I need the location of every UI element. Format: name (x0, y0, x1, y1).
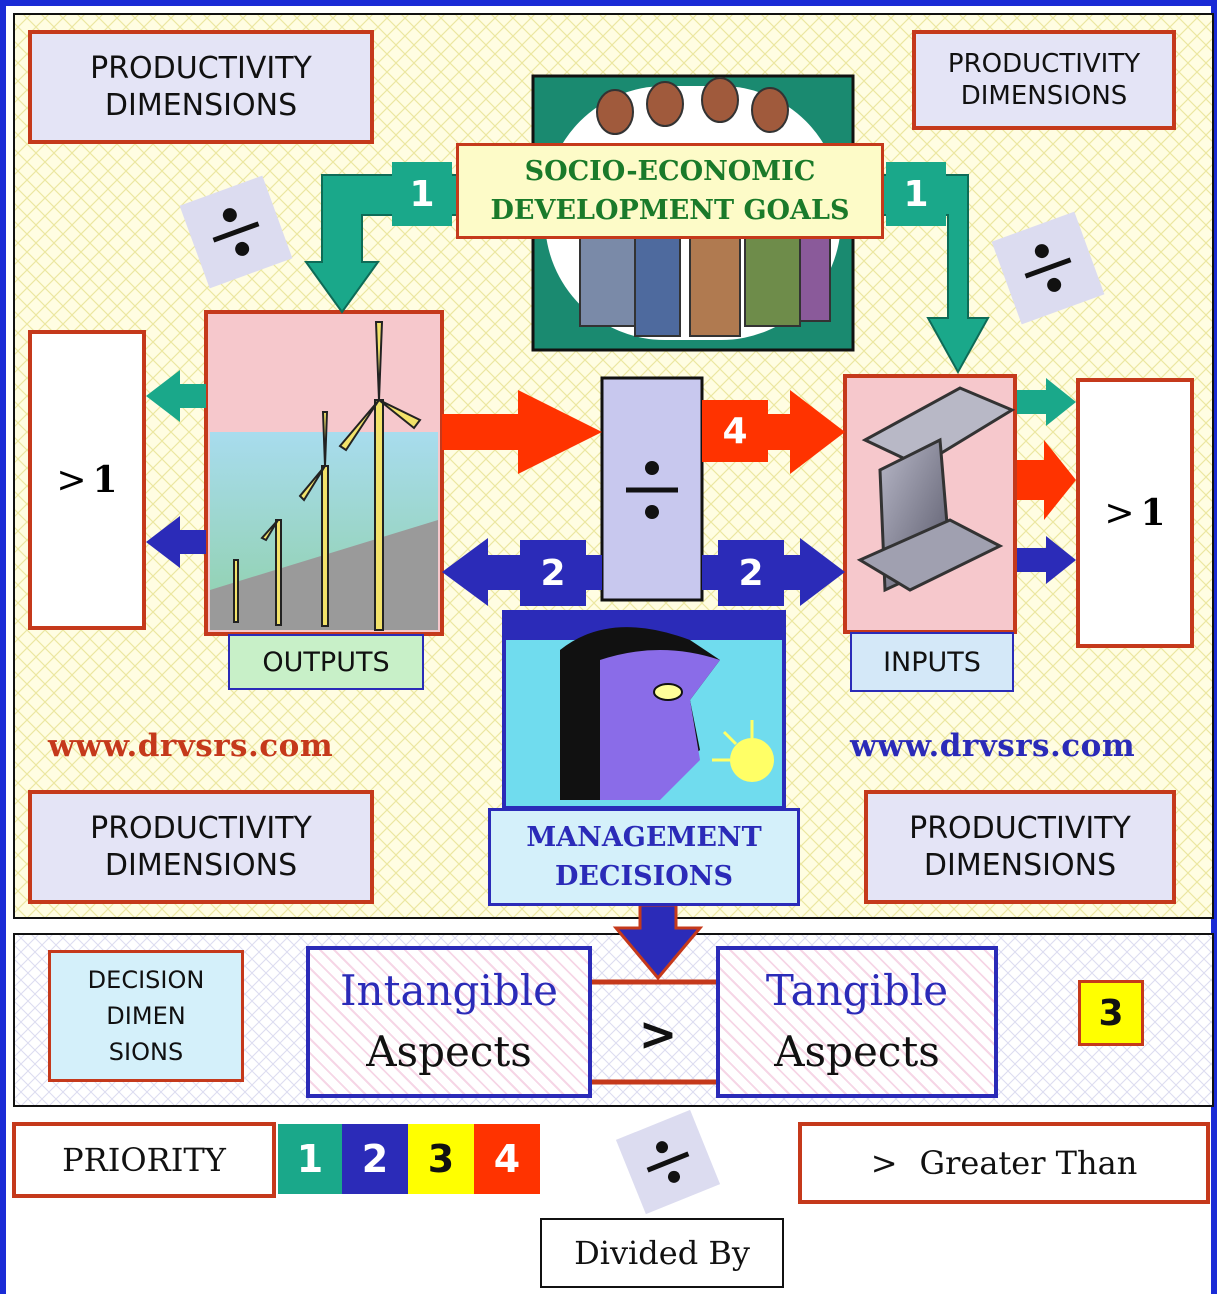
priority-swatch-4: 4 (474, 1124, 540, 1194)
priority-swatch-2: 2 (342, 1124, 408, 1194)
ratio-greater-than-one-right: >1 (1076, 378, 1194, 648)
priority-badge-3: 3 (1078, 980, 1144, 1046)
wind-turbines-image (204, 310, 444, 636)
tangible-aspects-box: Tangible Aspects (716, 946, 998, 1098)
division-sign-icon (179, 175, 293, 289)
greater-than-comparator: > (638, 1007, 678, 1061)
productivity-dimensions-box: PRODUCTIVITY DIMENSIONS (28, 30, 374, 144)
greater-than-legend: >Greater Than (798, 1122, 1210, 1204)
inputs-label: INPUTS (850, 632, 1014, 692)
website-url: www.drvsrs.com (48, 728, 334, 764)
green-right-arrow (1017, 378, 1076, 426)
green-left-arrow (146, 370, 206, 422)
division-sign-icon (615, 1109, 721, 1215)
priority-swatch-3: 3 (408, 1124, 474, 1194)
ratio-greater-than-one-left: >1 (28, 330, 146, 630)
priority-legend-label: PRIORITY (12, 1122, 276, 1198)
decision-dimensions-label: DECISION DIMEN SIONS (48, 950, 244, 1082)
priority-badge-2: 2 (520, 540, 586, 606)
productivity-dimensions-box: PRODUCTIVITY DIMENSIONS (864, 790, 1176, 904)
division-box (600, 376, 704, 602)
blue-left-arrow (146, 516, 206, 568)
steel-i-beam-icon (843, 374, 1017, 634)
priority-badge-1: 1 (392, 162, 452, 226)
red-right-arrow (1017, 440, 1076, 520)
priority-badge-2: 2 (718, 540, 784, 606)
divide-to-inputs-arrow (702, 390, 845, 474)
website-url: www.drvsrs.com (850, 728, 1136, 764)
blue-right-arrow (1017, 536, 1076, 584)
outputs-label: OUTPUTS (228, 634, 424, 690)
priority-badge-1: 1 (886, 162, 946, 226)
divided-by-legend: Divided By (540, 1218, 784, 1288)
productivity-dimensions-box: PRODUCTIVITY DIMENSIONS (912, 30, 1176, 130)
mgmt-down-arrow (612, 903, 704, 981)
intangible-aspects-box: Intangible Aspects (306, 946, 592, 1098)
division-sign-icon (991, 211, 1105, 325)
outputs-to-divide-arrow (442, 390, 602, 474)
management-decisions-label: MANAGEMENT DECISIONS (488, 808, 800, 906)
priority-badge-4: 4 (702, 400, 768, 462)
productivity-dimensions-box: PRODUCTIVITY DIMENSIONS (28, 790, 374, 904)
socio-economic-goals-label: SOCIO-ECONOMIC DEVELOPMENT GOALS (456, 143, 884, 239)
thinker-silhouette-icon (502, 610, 786, 808)
priority-swatch-1: 1 (278, 1124, 342, 1194)
